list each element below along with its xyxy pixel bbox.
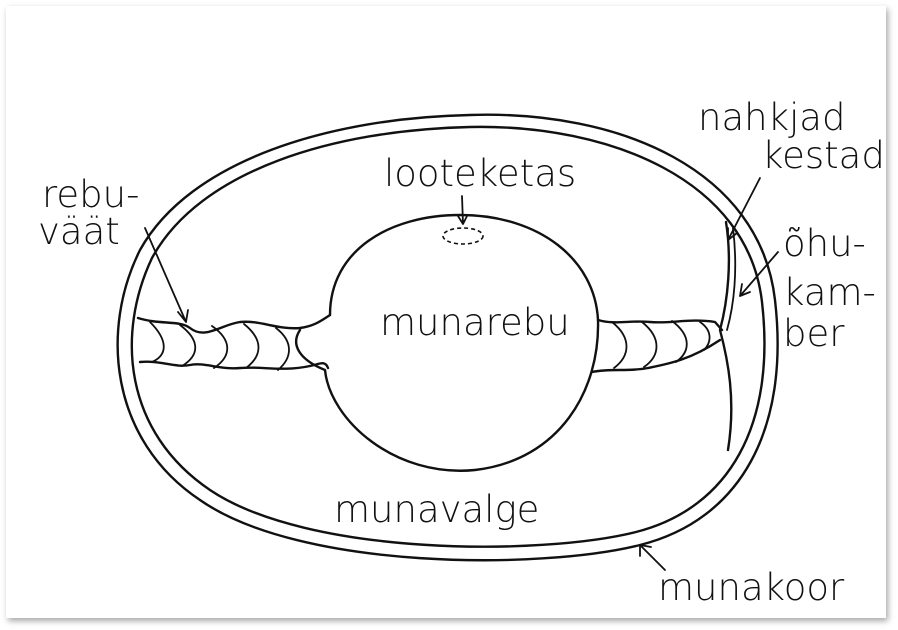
label-munavalge: munavalge <box>334 488 539 531</box>
chalaza-left <box>138 315 330 333</box>
air-chamber-membrane <box>720 222 731 450</box>
label-vaat: väät <box>38 210 120 253</box>
pointer-membranes <box>728 178 760 240</box>
label-ohu: õhu- <box>783 222 866 265</box>
label-looteketas: looteketas <box>384 152 576 195</box>
label-ber: ber <box>783 312 845 355</box>
chalaza-right-twist <box>612 321 710 368</box>
label-nahkjad: nahkjad <box>698 96 845 139</box>
label-kam: kam- <box>783 271 876 314</box>
pointer-germinal-disc <box>458 196 467 224</box>
label-munarebu: munarebu <box>380 301 570 344</box>
pointer-chalaza <box>145 228 188 322</box>
label-kestad: kestad <box>762 134 885 177</box>
chalaza-left-lower <box>140 362 328 369</box>
label-munakoor: munakoor <box>658 566 845 609</box>
germinal-disc <box>443 228 483 244</box>
